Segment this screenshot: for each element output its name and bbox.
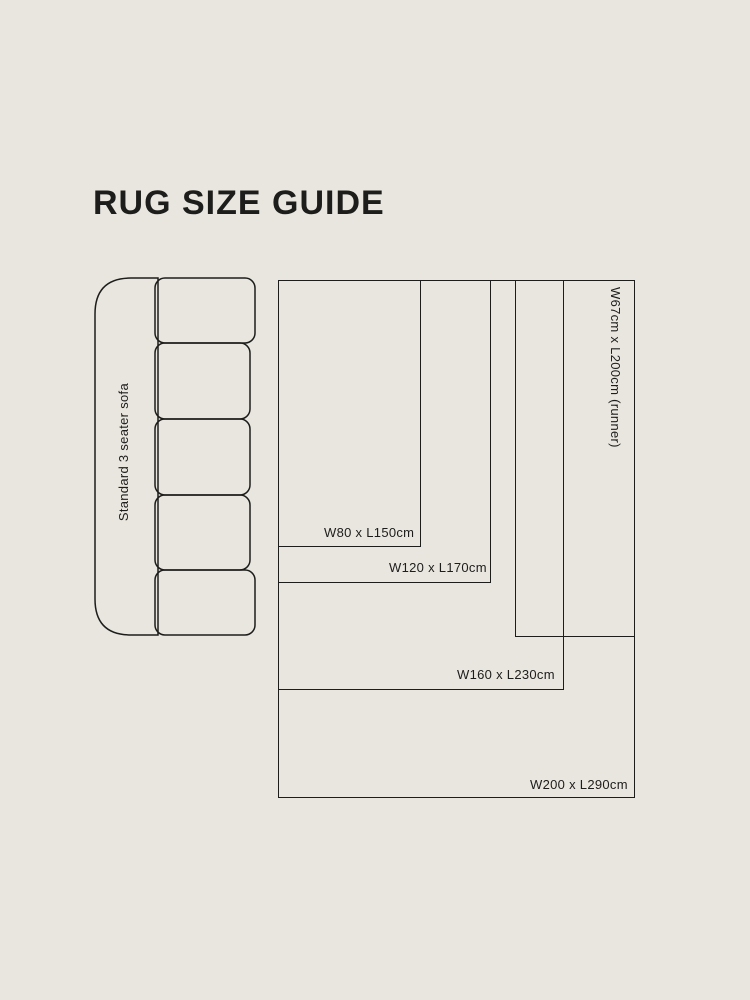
- sofa-arm-top: [154, 277, 256, 344]
- sofa-cushion-2: [154, 418, 251, 496]
- sofa-cushion-3: [154, 494, 251, 571]
- page-title: RUG SIZE GUIDE: [93, 184, 385, 222]
- rug-w160-label: W160 x L230cm: [457, 667, 555, 682]
- rug-w80-label: W80 x L150cm: [324, 525, 415, 540]
- sofa-arm-bottom: [154, 569, 256, 636]
- rug-runner-outline: [515, 280, 635, 637]
- sofa-cushion-1: [154, 342, 251, 420]
- sofa-label: Standard 3 seater sofa: [116, 383, 131, 522]
- rug-w120-label: W120 x L170cm: [389, 560, 487, 575]
- rug-w200-label: W200 x L290cm: [530, 777, 628, 792]
- rug-w80-outline: [278, 280, 421, 547]
- rug-runner-label: W67cm x L200cm (runner): [607, 287, 623, 448]
